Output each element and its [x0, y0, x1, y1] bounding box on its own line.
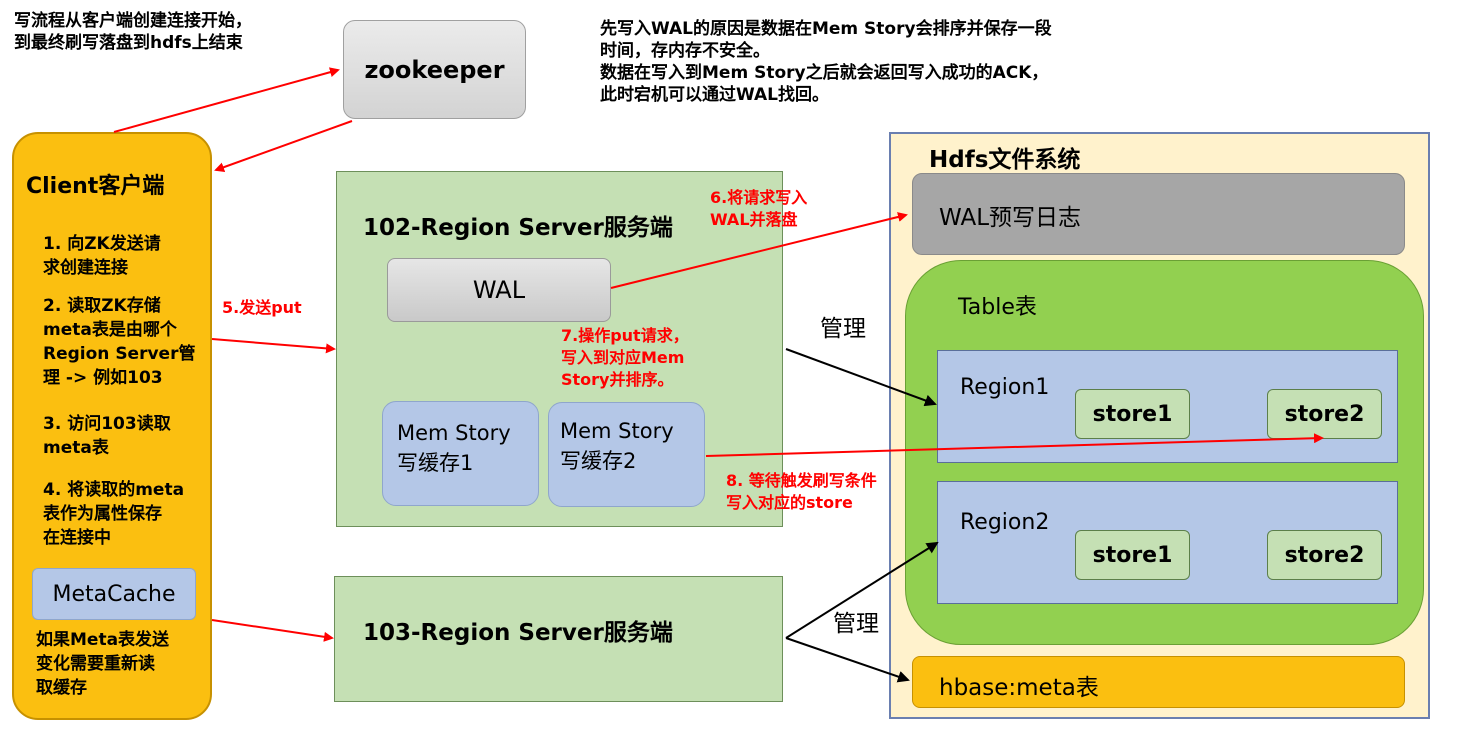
wal-log-label: WAL预写日志 [939, 205, 1082, 231]
step-5-label: 5.发送put [222, 298, 302, 317]
client-step-4: 4. 将读取的meta 表作为属性保存 在连接中 [43, 480, 185, 548]
arrow-step-5 [211, 338, 336, 354]
region-server-102: 102-Region Server服务端 WAL Mem Story 写缓存1 … [336, 171, 783, 527]
region-server-103: 103-Region Server服务端 [334, 576, 783, 702]
region-server-102-title: 102-Region Server服务端 [363, 215, 673, 241]
step-7-label: 7.操作put请求， 写入到对应Mem Story并排序。 [561, 326, 689, 389]
region-1-store2-label: store2 [1284, 401, 1365, 427]
table-box: Table表 Region1 store1 store2 Region2 sto… [905, 260, 1424, 645]
region-1-store1-label: store1 [1092, 401, 1173, 427]
wal-label: WAL [472, 276, 526, 304]
client-title: Client客户端 [26, 174, 165, 199]
region-1: Region1 store1 store2 [937, 350, 1398, 463]
top-left-note: 写流程从客户端创建连接开始， 到最终刷写落盘到hdfs上结束 [14, 11, 252, 53]
arrow-manage-region2 [785, 541, 939, 639]
arrow-client-to-zookeeper [113, 67, 340, 133]
region-1-store2: store2 [1267, 389, 1382, 439]
client-footer-note: 如果Meta表发送 变化需要重新读 取缓存 [36, 630, 170, 698]
table-label: Table表 [958, 295, 1037, 320]
step-6-label: 6.将请求写入 WAL并落盘 [710, 188, 808, 229]
arrow-manage-region1 [785, 348, 937, 407]
wal-box: WAL [387, 258, 611, 322]
client-step-3: 3. 访问103读取 meta表 [43, 414, 171, 458]
mem-story-1-label: Mem Story 写缓存1 [397, 421, 511, 475]
manage-label-2: 管理 [833, 611, 879, 637]
manage-label-1: 管理 [820, 316, 866, 342]
hdfs-title: Hdfs文件系统 [929, 147, 1081, 173]
region-2-store2: store2 [1267, 530, 1382, 580]
region-2-title: Region2 [960, 510, 1050, 535]
arrow-step-6 [610, 212, 908, 289]
arrow-zookeeper-to-client [214, 120, 353, 172]
meta-table-box: hbase:meta表 [912, 656, 1405, 708]
wal-log-box: WAL预写日志 [912, 173, 1405, 255]
step-8-label: 8. 等待触发刷写条件 写入对应的store [726, 471, 877, 512]
region-2-store1: store1 [1075, 530, 1190, 580]
metacache-box: MetaCache [32, 568, 196, 620]
region-1-store1: store1 [1075, 389, 1190, 439]
client-panel: Client客户端 1. 向ZK发送请 求创建连接 2. 读取ZK存储 meta… [12, 132, 212, 720]
mem-story-1: Mem Story 写缓存1 [382, 401, 539, 506]
region-server-103-title: 103-Region Server服务端 [363, 620, 673, 646]
hdfs-panel: Hdfs文件系统 WAL预写日志 Table表 Region1 store1 s… [889, 132, 1430, 719]
client-step-2: 2. 读取ZK存储 meta表是由哪个 Region Server管 理 -> … [43, 296, 196, 388]
mem-story-2: Mem Story 写缓存2 [548, 402, 705, 507]
arrow-manage-meta [785, 637, 910, 683]
region-2: Region2 store1 store2 [937, 481, 1398, 604]
mem-story-2-label: Mem Story 写缓存2 [560, 419, 674, 473]
zookeeper-label: zookeeper [364, 55, 505, 84]
arrow-metacache-to-103 [211, 619, 334, 642]
top-right-note: 先写入WAL的原因是数据在Mem Story会排序并保存一段 时间，存内存不安全… [600, 19, 1052, 105]
region-2-store2-label: store2 [1284, 542, 1365, 568]
metacache-label: MetaCache [52, 581, 176, 607]
arrow-step-8 [705, 433, 1324, 457]
zookeeper-node: zookeeper [343, 20, 526, 119]
region-1-title: Region1 [960, 375, 1050, 400]
client-step-1: 1. 向ZK发送请 求创建连接 [43, 234, 161, 278]
meta-table-label: hbase:meta表 [939, 675, 1099, 701]
region-2-store1-label: store1 [1092, 542, 1173, 568]
